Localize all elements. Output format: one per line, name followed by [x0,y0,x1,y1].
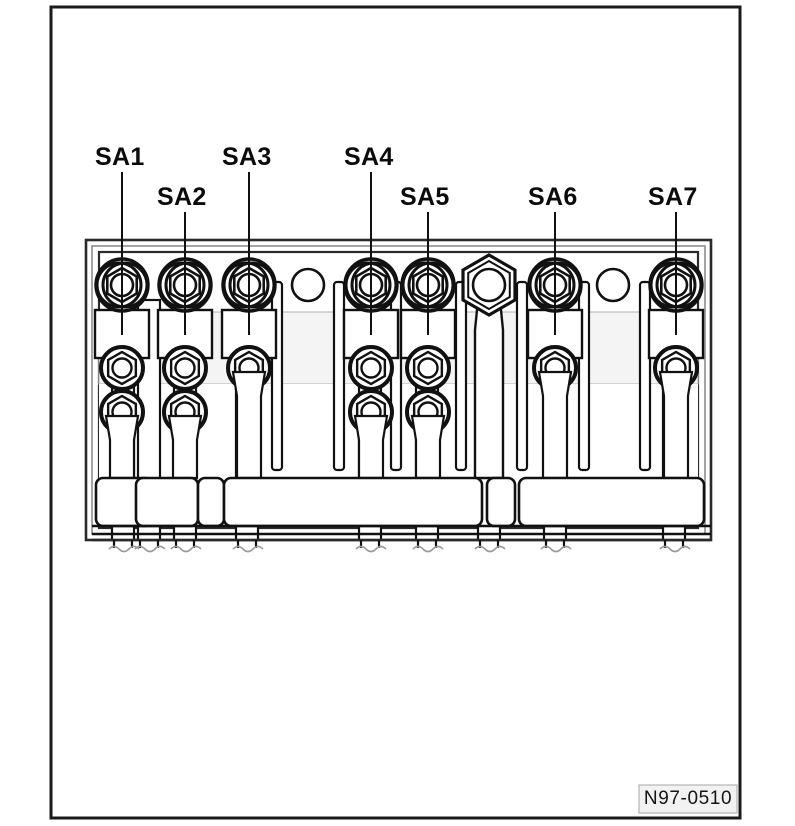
callout-label-sa6: SA6 [528,183,578,211]
cable-sa1b-tail [134,540,166,553]
terminal-stud [167,414,203,480]
callout-label-sa5: SA5 [400,183,450,211]
callout-label-sa7: SA7 [648,183,698,211]
cable-sa7-tail [659,540,691,553]
terminal-hex-nut-1 [162,345,208,391]
housing-bottom-rails [92,524,711,542]
terminal-stud [658,370,694,480]
cable-sa5-tail [412,540,444,553]
divider-fin-7 [638,280,652,472]
mounting-hole-right [595,267,631,303]
terminal-hex-nut-1 [348,345,394,391]
main-battery-bolt-shaft [473,298,505,480]
callout-label-sa2: SA2 [157,183,207,211]
terminal-stud [231,370,267,480]
main-battery-bolt [461,253,517,317]
callout-label-sa3: SA3 [222,143,272,171]
callout-label-sa4: SA4 [344,143,394,171]
terminal-stud [410,414,446,480]
mounting-hole-left [290,267,326,303]
callout-label-sa1: SA1 [95,143,145,171]
cable-clamp-4 [485,476,517,528]
cable-sa1-tail [108,540,140,553]
cable-clamp-2 [134,476,200,528]
reference-code-box: N97-0510 [638,784,738,814]
terminal-stud [104,414,140,480]
cable-sa4-tail [355,540,387,553]
terminal-hex-nut-1 [405,345,451,391]
cable-clamp-bars [94,476,706,528]
reference-code: N97-0510 [644,788,732,809]
divider-fin-2 [332,280,346,472]
divider-fin-5 [515,280,529,472]
terminal-sa7 [647,257,705,480]
cable-sa3-tail [232,540,264,553]
terminal-stud [353,414,389,480]
cable-clamp-bar-left [222,476,484,528]
divider-fin-4 [454,280,468,472]
cable-bolt-tail [474,540,506,553]
terminal-sa2 [156,257,214,480]
cable-tails [108,540,691,553]
terminal-nut-top [648,257,704,313]
cable-sa2-tail [170,540,202,553]
terminal-stud [537,370,573,480]
mounting-holes [290,267,631,303]
cable-clamp-3 [196,476,226,528]
main-battery-bolt [461,253,517,317]
terminal-hex-nut-1 [99,345,145,391]
cable-clamp-bar-right [517,476,706,528]
cable-sa6-tail [540,540,572,553]
